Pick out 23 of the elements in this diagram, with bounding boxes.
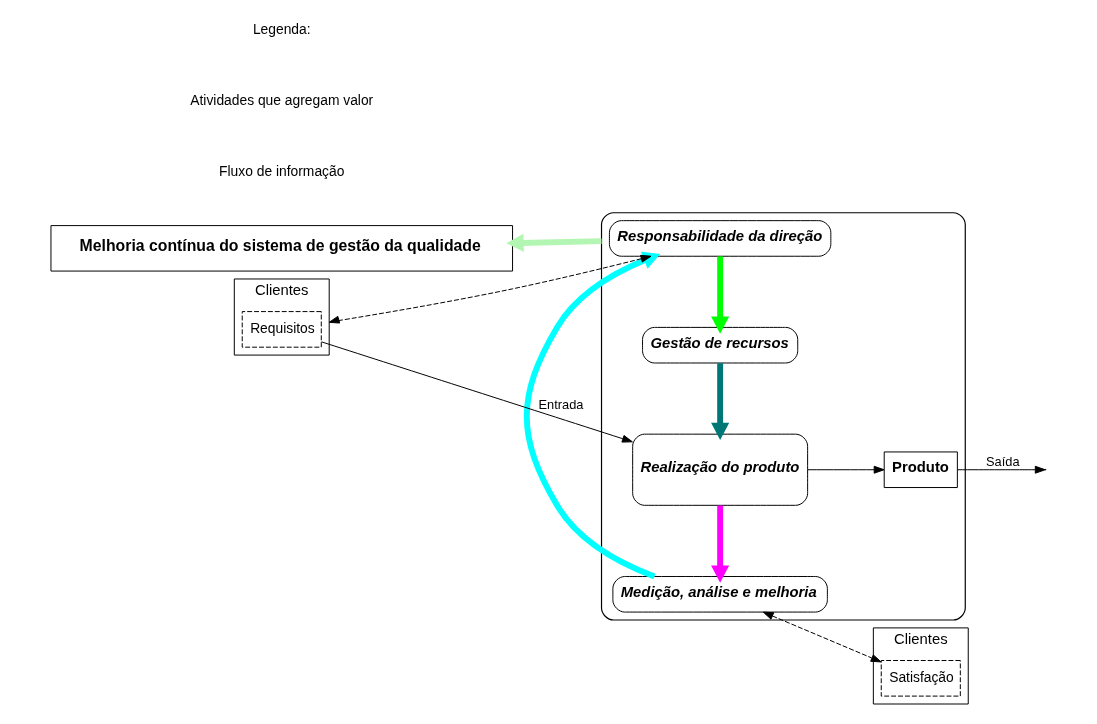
- node-box: Responsabilidade da direção: [608, 220, 832, 257]
- arrow: [711, 256, 730, 334]
- node-box: Produto: [883, 451, 958, 489]
- node-box: Gestão de recursos: [642, 326, 799, 364]
- arrow: [523, 251, 661, 580]
- edge-label: Saída: [986, 454, 1020, 470]
- arrow: [711, 505, 730, 583]
- arrow: [506, 233, 602, 252]
- node-box: Melhoria contínua do sistema de gestão da qualidade: [50, 225, 514, 272]
- node-box: Realização do produto: [632, 433, 809, 506]
- arrow: [328, 254, 652, 324]
- legend-label: Fluxo de informação: [219, 162, 345, 179]
- arrow: [762, 611, 882, 663]
- node-box: Medição, análise e melhoria: [612, 576, 828, 613]
- arrow: [807, 465, 885, 474]
- arrow: [957, 465, 1046, 474]
- arrow: [711, 363, 730, 441]
- node-box: Requisitos: [241, 311, 322, 348]
- arrow: [320, 341, 633, 443]
- node-box: Satisfação: [880, 660, 961, 697]
- legend-label: Atividades que agregam valor: [190, 91, 374, 108]
- label: Legenda:: [252, 20, 311, 37]
- edge-label: Entrada: [538, 396, 584, 412]
